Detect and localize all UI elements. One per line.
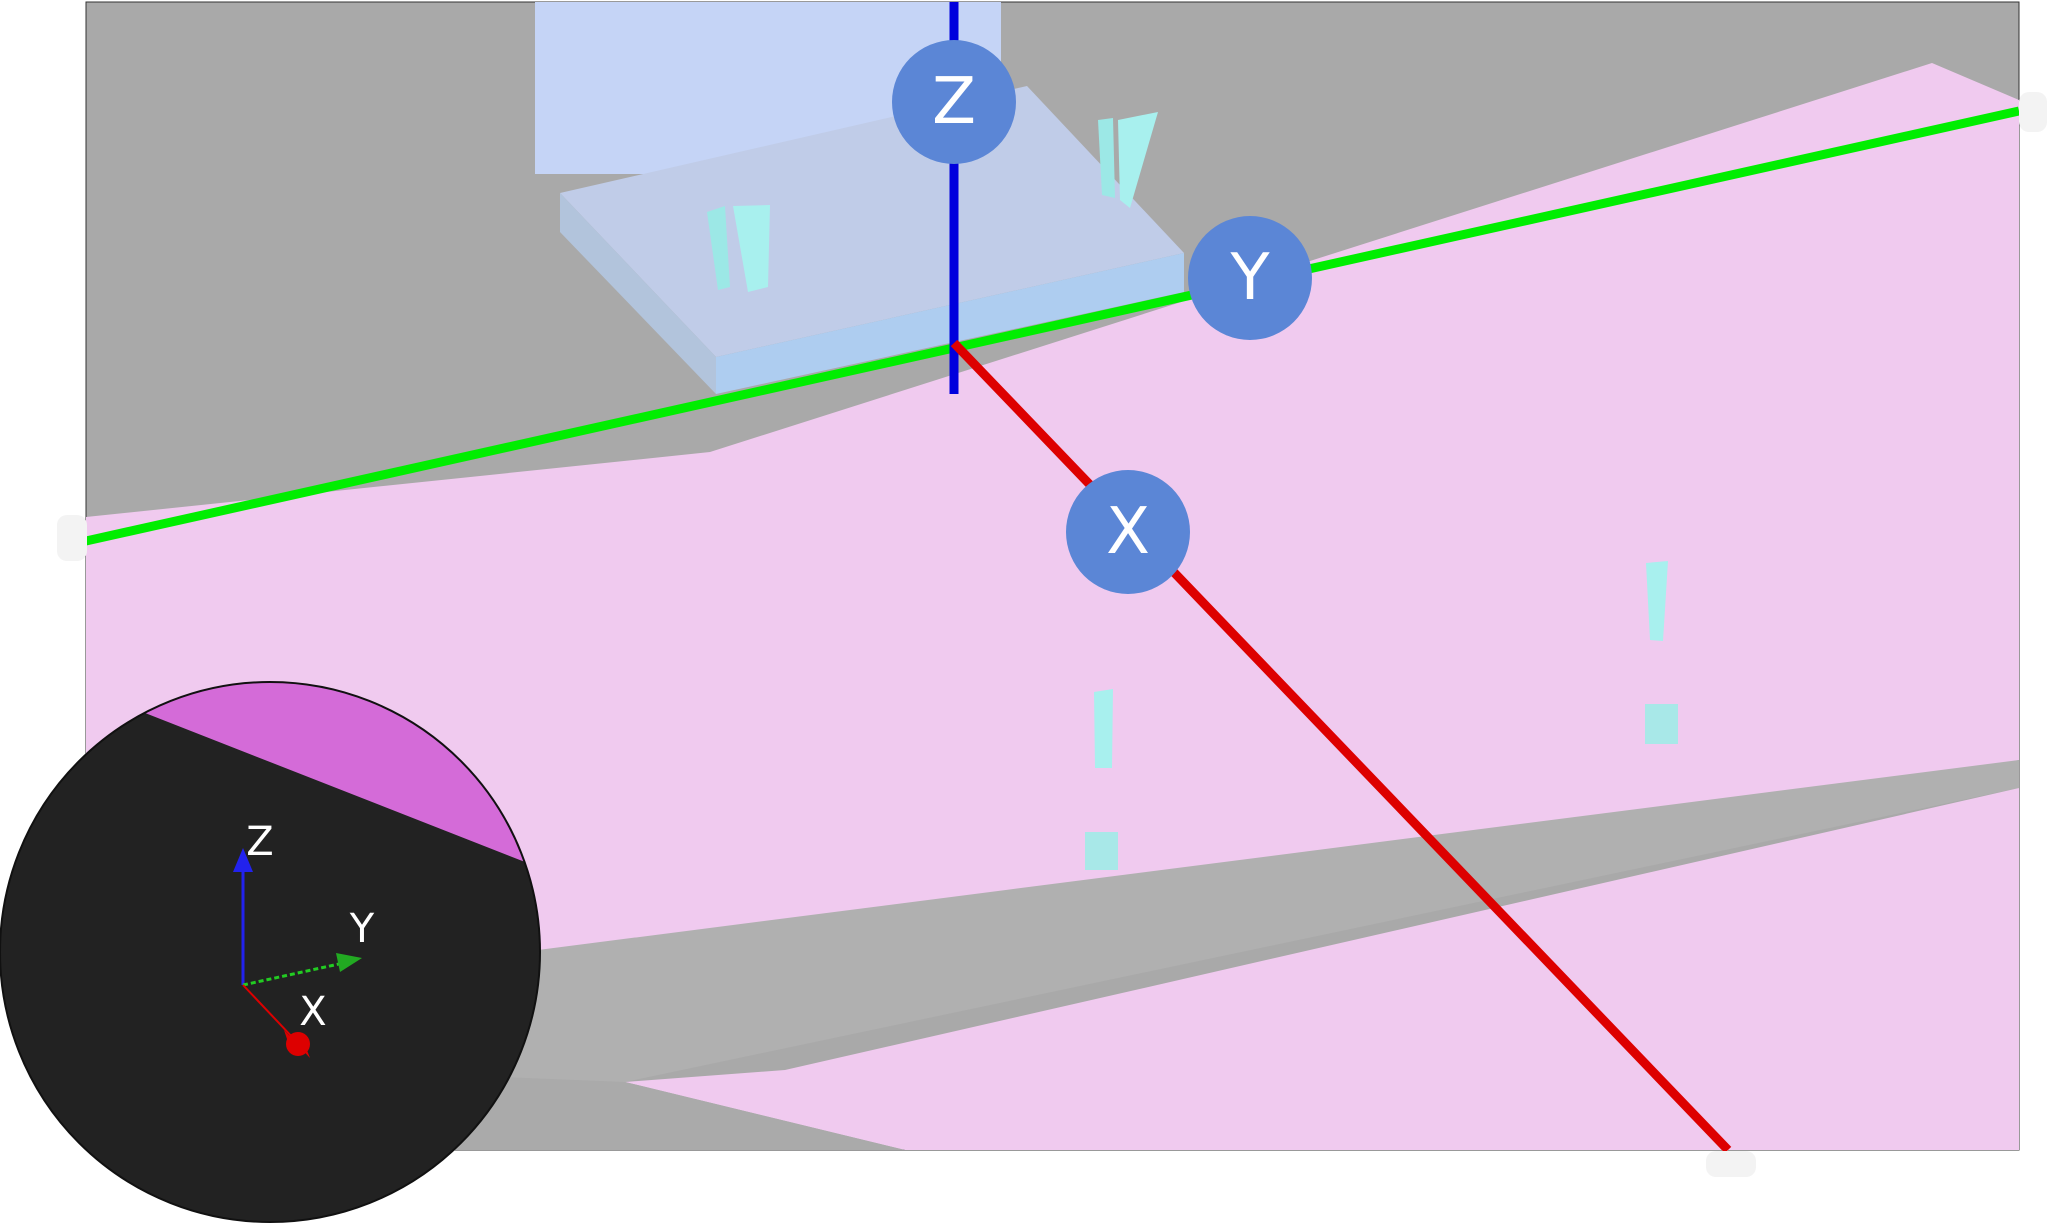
y-handle-circle [1188,216,1312,340]
triad-y-line [242,960,349,987]
floor-plane-lower [625,788,2019,1150]
cyan-block-1 [1085,832,1118,870]
z-handle-circle [892,40,1016,164]
floor-edge-strip [86,760,2019,1130]
y-axis-handle[interactable]: Y [1188,216,1312,340]
y-handle-label: Y [1229,241,1270,315]
z-axis-handle[interactable]: Z [892,40,1016,164]
triad-y-arrow [336,953,362,972]
bottom-edge-tab [1706,1151,1756,1177]
cyan-object-4 [1646,561,1668,641]
orientation-border [0,681,541,1223]
y-axis-line[interactable] [85,106,2020,546]
cyan-object-1 [707,205,770,292]
x-axis-line[interactable] [950,339,1732,1154]
cyan-block-2 [1645,704,1678,744]
cyan-object-2 [1098,112,1158,208]
slab-top [560,86,1184,357]
triad-x-label: X [299,989,326,1035]
x-handle-circle [1066,470,1190,594]
right-edge-tab [2019,92,2047,132]
triad-z-arrow [233,848,253,872]
cyan-object-3 [1094,689,1113,768]
z-handle-label: Z [932,65,976,139]
axis-gizmo[interactable]: Z Y X [85,2,2020,1154]
scene [85,1,2020,1151]
left-edge-tab [57,515,87,561]
triad-y-label: Y [349,906,375,952]
slab-side [560,193,716,394]
triad-z-label: Z [246,819,273,865]
floor-plane-upper [86,63,2019,1150]
x-axis-handle[interactable]: X [1066,470,1190,594]
orientation-indicator[interactable]: Z Y X [0,600,600,1223]
triad-x-line [242,984,296,1041]
x-handle-label: X [1106,495,1150,569]
orientation-floor-slice [0,682,540,862]
orientation-background [0,682,540,1222]
triad-x-cone [286,1032,310,1056]
